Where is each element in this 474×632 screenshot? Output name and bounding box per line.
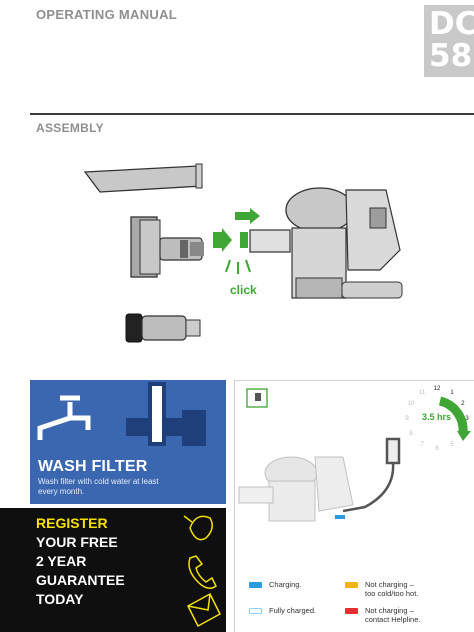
clock-number-2: 2 bbox=[461, 401, 465, 407]
register-panel[interactable]: REGISTER YOUR FREE 2 YEAR GUARANTEE TODA… bbox=[0, 508, 226, 632]
charge-time-label: 3.5 hrs bbox=[422, 412, 452, 422]
register-line-5: TODAY bbox=[36, 591, 84, 607]
vacuum-main-unit bbox=[249, 187, 403, 299]
legend-label-1: Not charging – too cold/too hot. bbox=[365, 580, 419, 598]
clock-number-10: 10 bbox=[408, 401, 415, 407]
manual-title: OPERATING MANUAL bbox=[36, 7, 178, 22]
charging-panel: 121234567891011 3.5 hrs Charging.Not cha… bbox=[234, 380, 474, 632]
wash-filter-panel: WASH FILTER Wash filter with cold water … bbox=[30, 380, 226, 504]
phone-icon bbox=[188, 555, 217, 589]
clock-number-11: 11 bbox=[419, 390, 426, 396]
tap-icon bbox=[37, 382, 206, 446]
clock-number-6: 6 bbox=[435, 446, 439, 452]
charging-illustration: 121234567891011 bbox=[238, 386, 471, 522]
clock-number-8: 8 bbox=[409, 431, 413, 437]
charge-led bbox=[335, 515, 345, 519]
charge-arc bbox=[438, 396, 468, 434]
clock-number-3: 3 bbox=[465, 416, 469, 422]
plug-icon bbox=[246, 388, 268, 408]
vacuum-docked bbox=[238, 456, 354, 522]
click-label: click bbox=[230, 283, 257, 297]
wash-filter-title: WASH FILTER bbox=[38, 458, 148, 475]
register-line-1: REGISTER bbox=[36, 515, 108, 531]
assembly-illustration: click bbox=[83, 163, 403, 343]
register-line-3: 2 YEAR bbox=[36, 553, 87, 569]
clock-number-5: 5 bbox=[450, 442, 454, 448]
clock-number-12: 12 bbox=[434, 386, 441, 392]
legend-swatch-3 bbox=[345, 608, 358, 614]
crevice-tool bbox=[83, 163, 203, 193]
model-badge: DC 58 bbox=[424, 5, 474, 77]
legend-swatch-1 bbox=[345, 582, 358, 588]
envelope-icon bbox=[187, 592, 221, 628]
clock-number-1: 1 bbox=[450, 390, 454, 396]
charger-cable bbox=[342, 437, 401, 513]
legend-label-3: Not charging – contact Helpline. bbox=[365, 606, 421, 624]
legend-label-2: Fully charged. bbox=[269, 606, 317, 615]
section-divider bbox=[30, 113, 474, 115]
legend-swatch-0 bbox=[249, 582, 262, 588]
brush-tool bbox=[125, 313, 201, 343]
clock-number-9: 9 bbox=[405, 416, 409, 422]
register-icons bbox=[183, 515, 221, 628]
attach-arrows bbox=[213, 208, 260, 274]
section-title: ASSEMBLY bbox=[36, 121, 104, 135]
register-line-2: YOUR FREE bbox=[36, 534, 118, 550]
mouse-icon bbox=[183, 515, 213, 541]
register-line-4: GUARANTEE bbox=[36, 572, 125, 588]
combination-tool bbox=[130, 216, 204, 278]
clock-number-7: 7 bbox=[420, 442, 424, 448]
wash-filter-text: Wash filter with cold water at least eve… bbox=[38, 477, 159, 496]
legend-swatch-2 bbox=[249, 608, 262, 614]
legend-label-0: Charging. bbox=[269, 580, 302, 589]
filter-silhouette bbox=[126, 382, 206, 446]
